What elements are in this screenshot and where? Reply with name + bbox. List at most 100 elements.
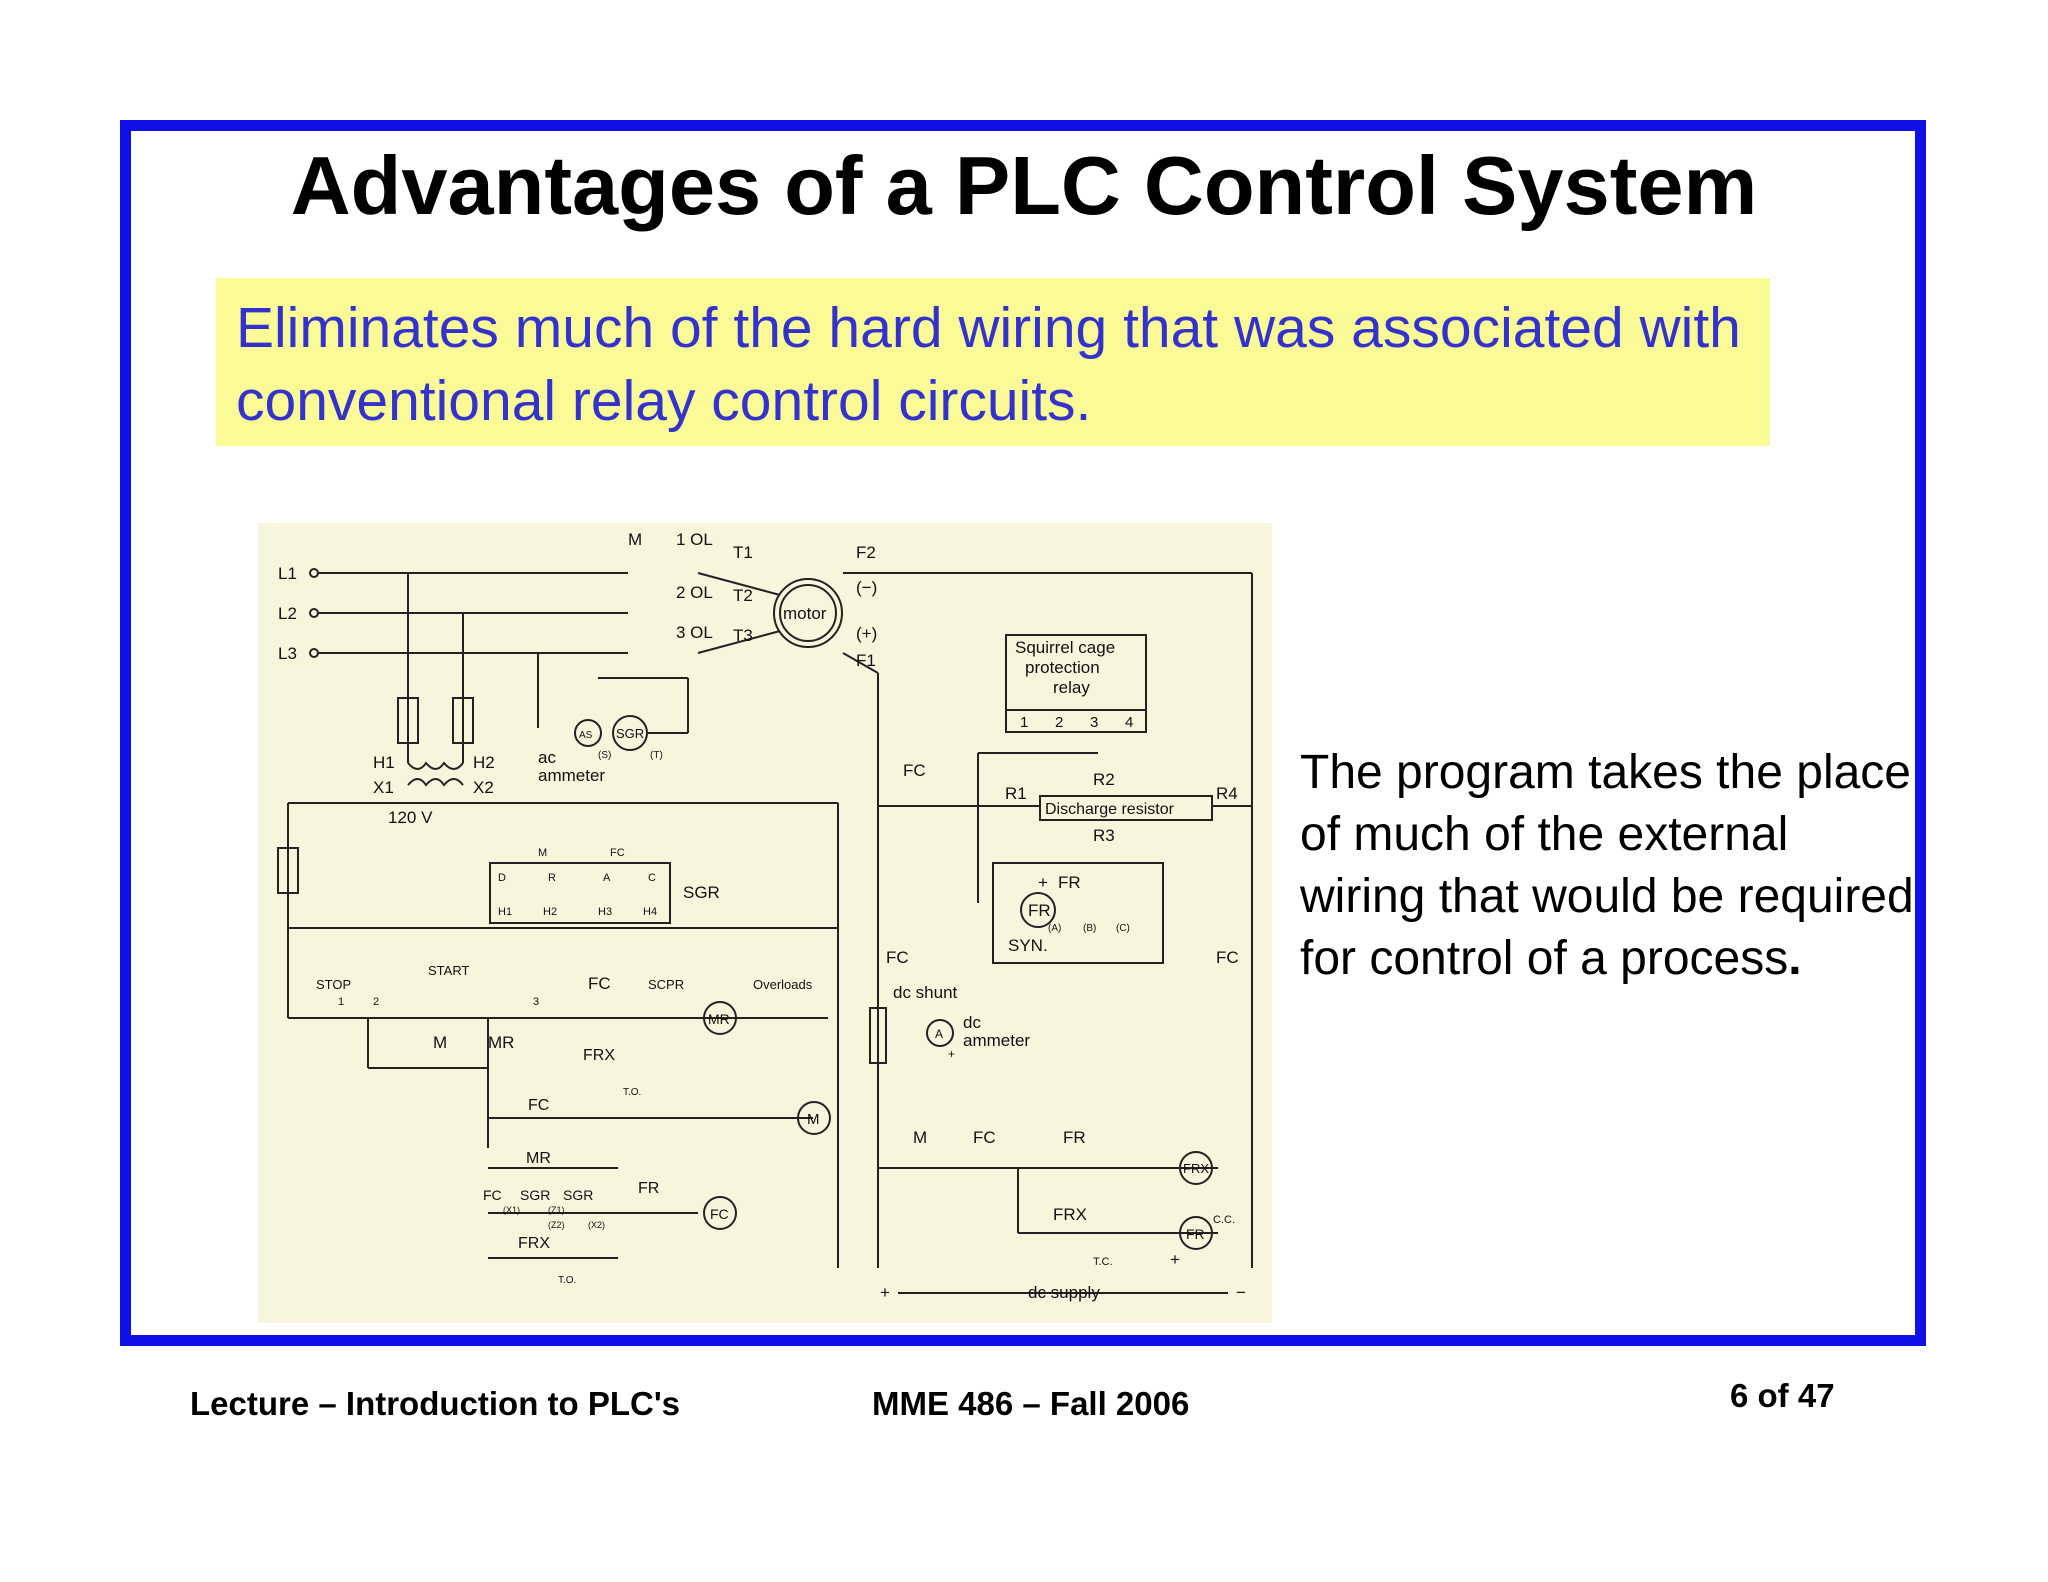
label-f1: F1 <box>856 651 876 670</box>
label-f2: F2 <box>856 543 876 562</box>
label-t3: T3 <box>733 626 753 645</box>
label-cc: C.C. <box>1213 1214 1235 1226</box>
label-fc3: FC <box>483 1187 502 1203</box>
label-sgr-h4: H4 <box>643 906 657 918</box>
label-syn: SYN. <box>1008 936 1048 955</box>
label-mr3: MR <box>526 1150 551 1167</box>
label-fc2: FC <box>528 1097 549 1114</box>
label-scpr: SCPR <box>648 977 684 992</box>
side-text: The program takes the place of much of t… <box>1300 742 1920 990</box>
label-sgr-c: C <box>648 872 656 884</box>
label-dc-frx: FRX <box>1053 1205 1087 1224</box>
label-frx-ctl: FRX <box>583 1047 615 1064</box>
label-dc-shunt: dc shunt <box>893 983 958 1002</box>
label-n3: 3 <box>533 996 539 1008</box>
label-sgr-fc: FC <box>610 847 625 859</box>
side-text-body: The program takes the place of much of t… <box>1300 746 1914 985</box>
label-r2: R2 <box>1093 770 1115 789</box>
label-as: AS <box>579 730 593 741</box>
label-sgr-r: R <box>548 872 556 884</box>
label-sgr-h3: H3 <box>598 906 612 918</box>
label-fc-right: FC <box>1216 948 1239 967</box>
label-dc-fr: FR <box>1063 1128 1086 1147</box>
relay-n3: 3 <box>1090 714 1098 731</box>
label-fc-top: FC <box>903 761 926 780</box>
label-m-ctl: M <box>433 1033 447 1052</box>
label-l2: L2 <box>278 604 297 623</box>
footer-page-number: 6 of 47 <box>1730 1377 1835 1414</box>
slide-title: Advantages of a PLC Control System <box>290 139 1758 232</box>
label-sgr2: SGR <box>563 1187 593 1203</box>
relay-n1: 1 <box>1020 714 1028 731</box>
label-field-c: (C) <box>1116 923 1130 934</box>
label-dc-ammeter: ammeter <box>963 1031 1030 1050</box>
label-frx-coil: FRX <box>1183 1161 1209 1176</box>
footer-course: MME 486 – Fall 2006 <box>872 1385 1190 1422</box>
label-t2: T2 <box>733 586 753 605</box>
label-1ol: 1 OL <box>676 530 713 549</box>
label-sgr1: SGR <box>520 1187 550 1203</box>
label-tc: T.C. <box>1093 1256 1113 1268</box>
highlight-text: Eliminates much of the hard wiring that … <box>236 296 1741 433</box>
label-z1: (Z1) <box>548 1205 565 1215</box>
label-to2: T.O. <box>558 1275 576 1286</box>
label-fc-left: FC <box>886 948 909 967</box>
label-frx2: FRX <box>518 1235 550 1252</box>
label-r1: R1 <box>1005 784 1027 803</box>
label-fc-coil: FC <box>710 1206 729 1222</box>
label-l3: L3 <box>278 644 297 663</box>
label-dc-supply: dc supply <box>1028 1283 1100 1302</box>
label-t: (T) <box>650 750 663 761</box>
label-supply-plus: + <box>880 1283 890 1302</box>
label-dc-a: A <box>935 1027 943 1041</box>
label-sgr-m: M <box>538 847 547 859</box>
label-3ol: 3 OL <box>676 623 713 642</box>
relay-n4: 4 <box>1125 714 1133 731</box>
label-dc-plus2: + <box>1170 1250 1180 1269</box>
relay-line2: protection <box>1025 658 1100 677</box>
slide-frame <box>120 120 1926 1346</box>
label-supply-minus: − <box>1236 1283 1246 1302</box>
label-l1: L1 <box>278 564 297 583</box>
label-x2: X2 <box>473 778 494 797</box>
label-start: START <box>428 963 469 978</box>
label-m: M <box>628 530 642 549</box>
label-field-plus: + <box>1038 873 1048 892</box>
diagram-background <box>258 523 1272 1323</box>
label-2ol: 2 OL <box>676 583 713 602</box>
label-minus: (−) <box>856 578 877 597</box>
label-sgr-a: A <box>603 872 611 884</box>
label-mr-ctl: MR <box>488 1033 514 1052</box>
label-fr-top: FR <box>1058 873 1081 892</box>
footer-lecture: Lecture – Introduction to PLC's <box>190 1385 681 1422</box>
label-ac-ammeter: ammeter <box>538 766 605 785</box>
label-field-a: (A) <box>1048 923 1061 934</box>
label-sgr-meter: SGR <box>616 726 644 741</box>
highlight-box: Eliminates much of the hard wiring that … <box>216 278 1770 446</box>
label-dc-m: M <box>913 1128 927 1147</box>
label-field-b: (B) <box>1083 923 1096 934</box>
label-sgr: SGR <box>683 883 720 902</box>
label-fr: FR <box>1028 901 1051 920</box>
label-h2: H2 <box>473 753 495 772</box>
label-sgr-h2: H2 <box>543 906 557 918</box>
label-h1: H1 <box>373 753 395 772</box>
label-n2: 2 <box>373 996 379 1008</box>
label-dc-plus: + <box>948 1047 955 1061</box>
label-120v: 120 V <box>388 808 433 827</box>
label-to1: T.O. <box>623 1087 641 1098</box>
label-overloads: Overloads <box>753 977 813 992</box>
relay-n2: 2 <box>1055 714 1063 731</box>
label-dc: dc <box>963 1013 981 1032</box>
relay-line1: Squirrel cage <box>1015 638 1115 657</box>
label-fr-coil: FR <box>1186 1226 1205 1242</box>
label-r3: R3 <box>1093 826 1115 845</box>
label-s: (S) <box>598 750 611 761</box>
label-x2-ctl: (X2) <box>588 1220 605 1230</box>
label-motor: motor <box>783 604 827 623</box>
label-sgr-d: D <box>498 872 506 884</box>
label-t1: T1 <box>733 543 753 562</box>
label-z2: (Z2) <box>548 1220 565 1230</box>
label-m-coil: M <box>807 1111 820 1128</box>
label-fr-ctl: FR <box>638 1180 659 1197</box>
